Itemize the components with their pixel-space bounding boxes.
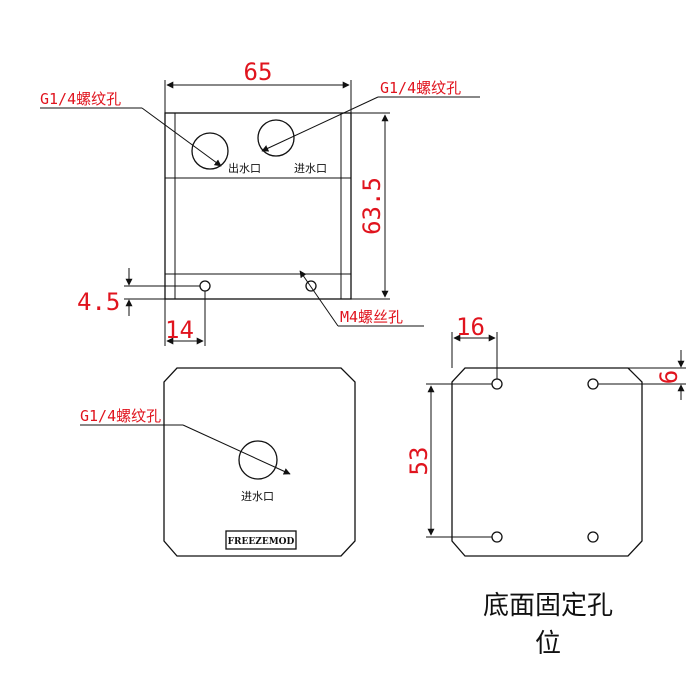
dim-4-5-text: 4.5 xyxy=(77,288,120,316)
callout-right-leader xyxy=(261,96,379,152)
dim-53-text: 53 xyxy=(405,447,433,476)
m4-hole-right xyxy=(305,280,317,292)
mount-hole-top-left xyxy=(491,378,503,390)
callout-m4-leader xyxy=(299,270,339,327)
dim-16-text: 16 xyxy=(456,313,485,341)
front-callout-text: G1/4螺纹孔 xyxy=(80,407,161,425)
brand-text: FREEZEMOD xyxy=(228,537,295,547)
mount-hole-bottom-left xyxy=(491,531,503,543)
m4-hole-left xyxy=(199,280,211,292)
outlet-label: 出水口 xyxy=(228,161,261,175)
front-inlet-label: 进水口 xyxy=(241,490,274,503)
bottom-view: 16 6 53 底面固定孔 位 xyxy=(405,313,686,659)
dim-14-text: 14 xyxy=(165,316,194,344)
mount-hole-top-right xyxy=(587,378,599,390)
front-inlet-circle xyxy=(238,440,278,480)
bottom-caption-line2: 位 xyxy=(535,629,561,659)
front-view-body xyxy=(163,367,356,557)
front-view: 进水口 FREEZEMOD G1/4螺纹孔 xyxy=(80,367,356,557)
dim-63-text: 63.5 xyxy=(358,177,386,235)
top-view: 出水口 进水口 65 63.5 4.5 14 G1/4螺纹孔 G1/4螺纹孔 M… xyxy=(40,58,480,346)
inlet-label: 进水口 xyxy=(294,162,327,175)
front-callout-leader xyxy=(182,424,291,475)
outlet-port-circle xyxy=(191,132,229,170)
mount-hole-bottom-right xyxy=(587,531,599,543)
callout-m4-text: M4螺丝孔 xyxy=(340,308,403,326)
callout-left-text: G1/4螺纹孔 xyxy=(40,90,121,108)
dim-65-text: 65 xyxy=(244,58,273,86)
bottom-caption-line1: 底面固定孔 xyxy=(483,591,613,621)
brand-plate xyxy=(225,530,297,550)
top-view-body xyxy=(164,112,352,300)
bottom-view-body xyxy=(451,367,643,557)
callout-right-text: G1/4螺纹孔 xyxy=(380,79,461,97)
inlet-port-circle xyxy=(257,119,295,157)
dim-6-text: 6 xyxy=(655,370,683,384)
callout-left-leader xyxy=(141,107,222,167)
